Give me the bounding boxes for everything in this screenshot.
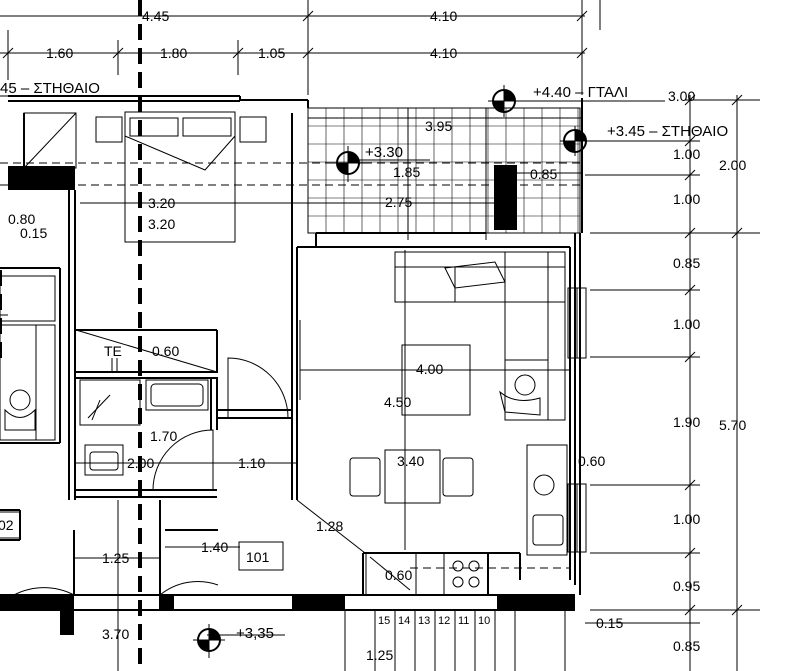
bedroom-dim-3-20-a: 3.20 (148, 195, 175, 211)
room-label-te: ΤΕ (104, 343, 122, 359)
dim-0-60-a: 0.60 (152, 343, 179, 359)
wetroom-diagonal (75, 329, 218, 373)
right-dim-2-00: 2.00 (719, 157, 746, 173)
right-dim-1-00-b: 1.00 (673, 191, 700, 207)
toilet (84, 444, 124, 476)
right-dim-0-85-b: 0.85 (673, 638, 700, 654)
room-number-prev: 02 (0, 517, 14, 533)
kitchen-counter (365, 444, 568, 596)
right-dim-1-00-d: 1.00 (673, 511, 700, 527)
dim-0-60-kitchen: 0.60 (385, 567, 412, 583)
stair-step-13: 13 (418, 615, 430, 627)
dim-1-70: 1.70 (150, 428, 177, 444)
dim-0-15: 0.15 (20, 225, 47, 241)
dining-set (349, 449, 474, 504)
dim-1-40: 1.40 (201, 539, 228, 555)
right-dim-1-00-a: 1.00 (673, 146, 700, 162)
top-dim-1-60: 1.60 (46, 45, 73, 61)
living-dim-3-40: 3.40 (397, 453, 424, 469)
bathtub (79, 379, 141, 426)
stair-step-12: 12 (438, 615, 450, 627)
neighbour-furniture (0, 275, 56, 441)
living-dim-0-60: 0.60 (578, 453, 605, 469)
terrace-dim-lines (0, 108, 582, 240)
sofa (394, 251, 566, 421)
stair-step-14: 14 (398, 615, 410, 627)
bedroom-dim-3-20-b: 3.20 (148, 216, 175, 232)
stair (374, 610, 516, 671)
right-dim-0-85-a: 0.85 (673, 255, 700, 271)
top-dim-4-45: 4.45 (142, 8, 169, 24)
stair-step-11: 11 (458, 615, 469, 627)
coffee-table (401, 344, 471, 416)
right-dim-3-00: 3.00 (668, 88, 695, 104)
room-number-prev-box (0, 511, 21, 539)
right-dim-0-15: 0.15 (596, 615, 623, 631)
level-entrance: +3,35 (236, 625, 274, 642)
terrace-dim-0-85: 0.85 (530, 166, 557, 182)
level-marker-symbols (193, 85, 592, 658)
terrace-dim-1-85: 1.85 (393, 164, 420, 180)
bed (95, 111, 267, 243)
corridor-dim-lines (74, 500, 240, 671)
door-dim-1-28: 1.28 (316, 518, 343, 534)
person-figure (444, 261, 541, 416)
living-dim-4-50: 4.50 (384, 394, 411, 410)
wardrobe (23, 112, 77, 169)
top-dim-1-80: 1.80 (160, 45, 187, 61)
top-dim-1-05: 1.05 (258, 45, 285, 61)
dim-1-25: 1.25 (102, 550, 129, 566)
top-dim-4-10-a: 4.10 (430, 8, 457, 24)
stair-step-10: 10 (478, 615, 490, 627)
top-dim-4-10-b: 4.10 (430, 45, 457, 61)
level-terrace: +3.30 (365, 144, 403, 161)
terrace-column (494, 165, 517, 230)
level-left-landing: 45 – ΣΤΗΘΑΙΟ (0, 80, 100, 97)
windows (567, 287, 587, 553)
washbasin (145, 379, 209, 411)
living-dim-4-00: 4.00 (416, 361, 443, 377)
dim-1-25-stair: 1.25 (366, 647, 393, 663)
top-dimension-lines (0, 0, 601, 95)
columns (0, 166, 575, 635)
walls (0, 95, 583, 611)
stair-step-15: 15 (378, 615, 390, 627)
room-number-101: 101 (246, 549, 270, 565)
room-number-box (238, 541, 284, 571)
terrace-dim-2-75: 2.75 (385, 194, 412, 210)
terrace-dim-3-95: 3.95 (425, 118, 452, 134)
right-dim-1-00-c: 1.00 (673, 316, 700, 332)
right-dim-5-70: 5.70 (719, 417, 746, 433)
doors (13, 320, 366, 597)
level-right-landing: +3.45 – ΣΤΗΘΑΙΟ (607, 123, 728, 140)
right-dim-0-95: 0.95 (673, 578, 700, 594)
dashed-construction-lines (0, 232, 750, 569)
dim-0-80: 0.80 (8, 211, 35, 227)
level-roof: +4.40 – ΓΤΑΛΙ (533, 84, 628, 101)
dim-3-70: 3.70 (102, 626, 129, 642)
tub-vent (111, 358, 118, 372)
right-dim-1-90: 1.90 (673, 414, 700, 430)
right-dim-lines (585, 94, 760, 671)
